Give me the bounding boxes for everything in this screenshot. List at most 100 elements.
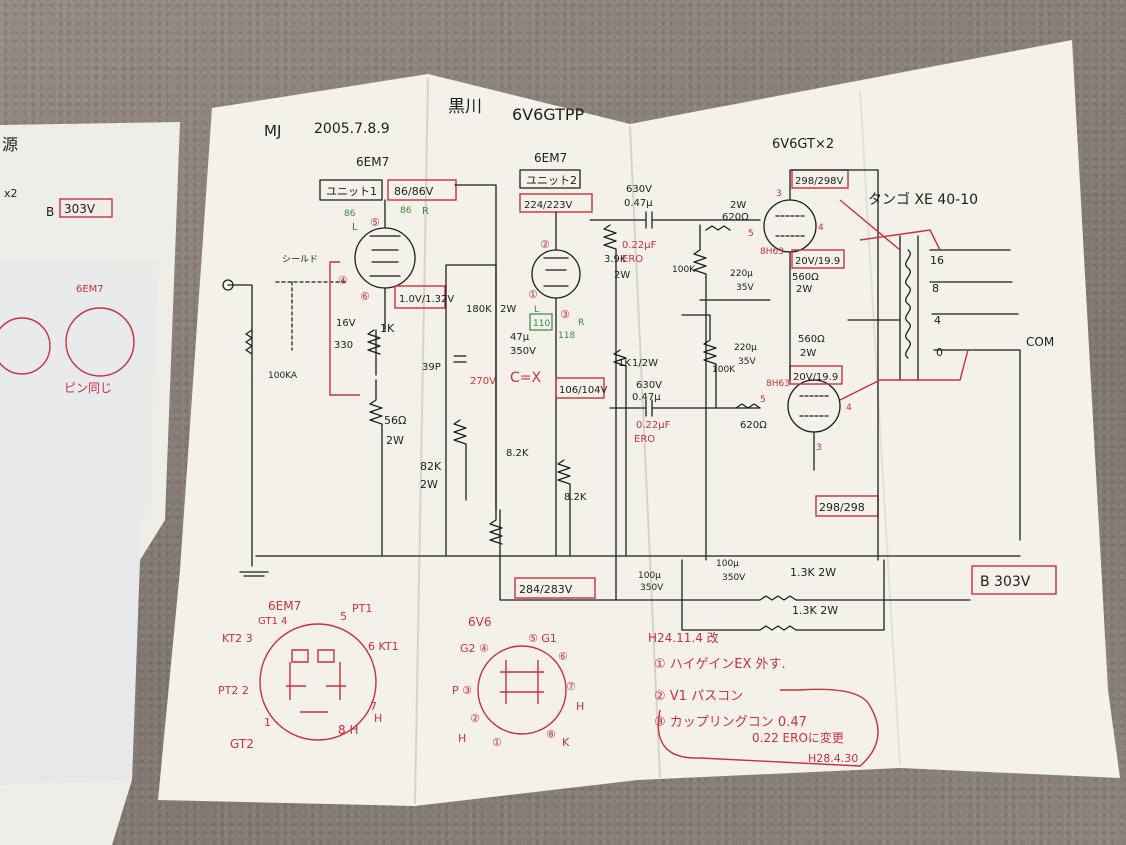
stage2-tube-label: 6EM7 xyxy=(534,151,567,165)
coupling-lower-3: 0.22μF xyxy=(636,420,671,431)
pinout-6em7-socket xyxy=(259,623,377,741)
grid-part-2: 100K xyxy=(712,365,736,375)
stage2-part-6: 2W xyxy=(614,270,630,281)
pinout-6em7-l2: 5 xyxy=(340,610,347,623)
stage2-v-note: 270V xyxy=(470,376,496,387)
pinout-6em7-title: 6EM7 xyxy=(268,599,301,613)
pinout-6v6-l2: ⑤ G1 xyxy=(528,632,557,645)
stage1-green-a: 86 xyxy=(344,209,356,219)
stage2-cx-note: C=X xyxy=(510,370,542,386)
tap-0: 0 xyxy=(936,346,943,359)
left-socket-circle xyxy=(0,317,51,375)
power-supply: 284/283V B 303V 100μ 350V 100μ 350V 1.3K… xyxy=(239,379,1057,631)
coupling-lower-2: 0.47μ xyxy=(632,392,661,403)
stage1-part-8: 2W xyxy=(420,478,438,491)
revision-item-4: 0.22 EROに変更 xyxy=(752,730,844,745)
pinout-6em7-l6: PT2 2 xyxy=(218,684,249,697)
coupling-upper-1: 630V xyxy=(626,184,652,195)
pinout-6v6-l10: ⑧ xyxy=(546,728,556,741)
stage2-cathode-label: 106/104V xyxy=(559,385,608,396)
pinout-6v6-l7: ② xyxy=(470,712,480,725)
output-res-2: 2W xyxy=(796,284,812,295)
pinout-6em7-l3: PT1 xyxy=(352,602,372,615)
supply-label: 284/283V xyxy=(519,583,573,596)
grid-part-3: 2W xyxy=(730,200,746,211)
header-date: 2005.7.8.9 xyxy=(314,121,390,137)
stage2-part-7: 1K xyxy=(618,358,631,369)
stage1-part-5: 56Ω xyxy=(384,414,406,427)
supply-box xyxy=(514,577,596,599)
left-voltage-label: 303V xyxy=(64,202,96,216)
pinout-6em7-l8: 1 xyxy=(264,716,271,729)
output-pin-4: 5 xyxy=(760,395,766,405)
stage2-part-4: 350V xyxy=(510,346,536,357)
bplus-box xyxy=(971,565,1057,595)
revision-date: H24.11.4 改 xyxy=(648,631,719,645)
stage1-tube-label: 6EM7 xyxy=(356,155,389,169)
pinout-6v6-l5: ⑦ xyxy=(566,680,576,693)
pinout-6v6-l4: P ③ xyxy=(452,684,472,697)
stage2-unit-label: ユニット2 xyxy=(526,174,577,187)
coupling-upper-4: ERO xyxy=(622,254,643,265)
stage2-part-1: 180K xyxy=(466,304,492,315)
pinout-6em7-l5: 6 KT1 xyxy=(368,640,399,653)
stage1-voltage-box xyxy=(387,179,457,201)
stage1-part-3: 1K xyxy=(380,322,395,335)
output-mark-1: 8H63 xyxy=(760,247,784,257)
header-power-tubes: 6V6GT×2 xyxy=(772,137,834,152)
stage1-unit-box xyxy=(319,179,383,201)
supply-part-2: 350V xyxy=(640,583,664,593)
stage1-part-2: 330 xyxy=(334,340,353,351)
tap-4: 4 xyxy=(934,314,941,327)
coupling-upper-3: 0.22μF xyxy=(622,240,657,251)
output-pin-2: 4 xyxy=(818,223,824,233)
bplus-label: B 303V xyxy=(980,574,1031,590)
pinout-6v6-l6: H xyxy=(576,700,584,713)
output-stage: 298/298V 298/298 20V/19.9 20V/19.9 220μ … xyxy=(699,169,1054,561)
coupling-lower-4: ERO xyxy=(634,434,655,445)
supply-part-3: 100μ xyxy=(716,559,739,569)
output-res-1: 560Ω xyxy=(792,272,819,283)
pinout-6em7-l7: 7 xyxy=(370,700,377,713)
coupling-lower-1: 630V xyxy=(636,380,662,391)
coupling-upper-2: 0.47μ xyxy=(624,198,653,209)
transformer-label: タンゴ XE 40-10 xyxy=(868,191,978,208)
header-ref: MJ xyxy=(264,122,281,140)
pinout-6em7-l4: KT2 3 xyxy=(222,632,253,645)
output-mark-2: 8H63 xyxy=(766,379,790,389)
revision-item-5: H28.4.30 xyxy=(808,752,858,765)
grid-part-1: 100K xyxy=(672,265,696,275)
stage1-cathode-box xyxy=(394,285,446,309)
stage1-unit-label: ユニット1 xyxy=(326,185,377,198)
stage1-part-6: 2W xyxy=(386,434,404,447)
pinout-6em7-l11: H xyxy=(374,712,382,725)
stage2: 6EM7 ユニット2 224/223V ② ③ ① 180K 2W 47μ 35… xyxy=(422,151,658,601)
revision-note: H24.11.4 改 ① ハイゲインEX 外す. ② V1 パスコン ③ カップ… xyxy=(648,631,879,767)
stage2-pin-2: ② xyxy=(540,238,550,251)
output-top-label: 298/298V xyxy=(795,176,844,187)
left-sheet-b: B xyxy=(46,205,54,219)
left-sheet-line: x2 xyxy=(4,187,18,200)
stage1-part-7: 82K xyxy=(420,460,442,473)
output-res-4: 2W xyxy=(800,348,816,359)
left-sheet: 源 x2 B 303V ピン同じ 6EM7 xyxy=(0,122,180,845)
stage2-unit-box xyxy=(519,169,581,189)
stage2-green-2: L xyxy=(534,305,539,315)
output-lower-cath-label: 20V/19.9 xyxy=(793,372,838,383)
output-cap-l2: 35V xyxy=(738,357,756,367)
output-upper-cath-label: 20V/19.9 xyxy=(795,256,840,267)
stage2-green-1: 110 xyxy=(533,319,550,329)
revision-item-2: ② V1 パスコン xyxy=(654,689,743,704)
stage1-pin-6: ⑥ xyxy=(360,290,370,303)
header-model: 6V6GTPP xyxy=(512,105,585,124)
pinout-6em7: 6EM7 GT1 4 5 PT1 KT2 3 6 KT1 PT2 2 7 1 8… xyxy=(218,599,399,751)
left-voltage-box xyxy=(59,198,113,218)
pinout-6v6-l9: ① xyxy=(492,736,502,749)
revision-item-3: ③ カップリングコン 0.47 xyxy=(654,715,807,730)
stage2-part-2: 2W xyxy=(500,304,516,315)
output-res-3: 560Ω xyxy=(798,334,825,345)
output-cap-u2: 35V xyxy=(736,283,754,293)
stage2-pin-1: ① xyxy=(528,288,538,301)
supply-part-4: 350V xyxy=(722,573,746,583)
stage2-part-9: 8.2K xyxy=(506,448,529,459)
